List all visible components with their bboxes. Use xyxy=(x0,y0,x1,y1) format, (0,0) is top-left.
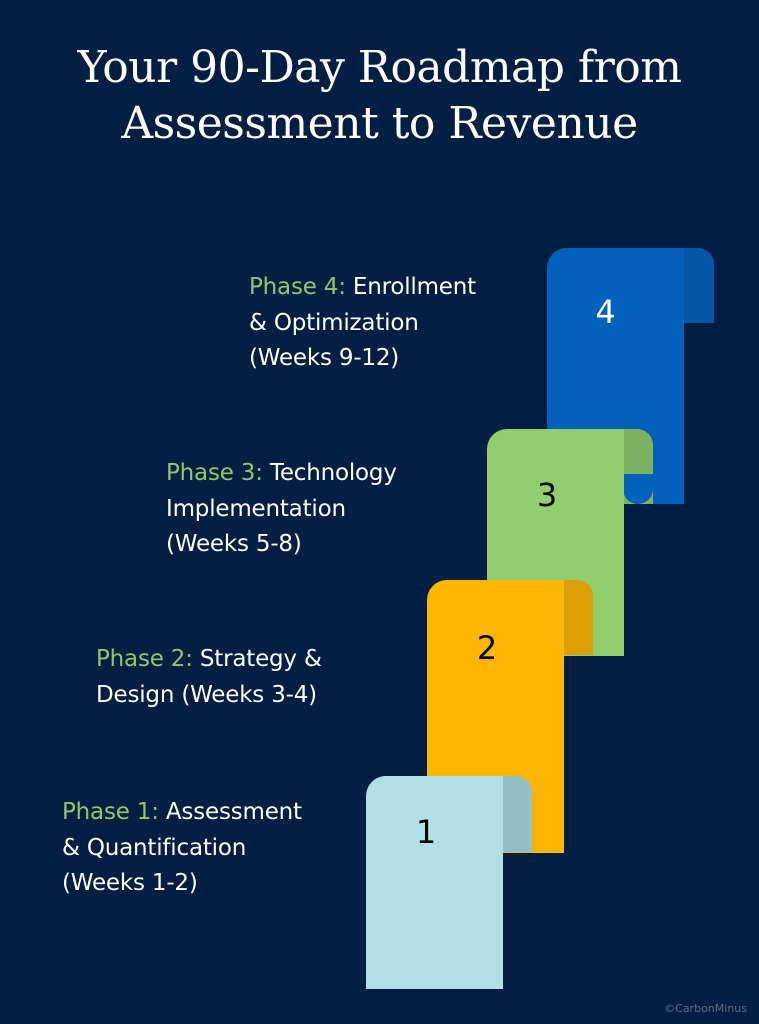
phase-3-line2: Implementation xyxy=(166,495,346,522)
phase-4-line1: Enrollment xyxy=(345,274,476,300)
phase-4-title: Phase 4: xyxy=(249,274,346,300)
phase-4-line3: (Weeks 9-12) xyxy=(249,345,400,371)
phase-2-line2: Design (Weeks 3-4) xyxy=(96,681,317,708)
step-4-number: 4 xyxy=(595,293,616,331)
copyright-credit: ©CarbonMinus xyxy=(664,1002,747,1015)
phase-2-line1: Strategy & xyxy=(192,646,322,672)
phase-4-label: Phase 4: Enrollment & Optimization (Week… xyxy=(249,270,476,377)
step-1-curl xyxy=(502,776,532,852)
phase-1-label: Phase 1: Assessment & Quantification (We… xyxy=(62,795,302,902)
step-1-body xyxy=(366,776,503,989)
step-2-curl xyxy=(563,580,593,655)
step-3-number: 3 xyxy=(536,476,558,514)
phase-2-title: Phase 2: xyxy=(96,646,193,672)
phase-1-title: Phase 1: xyxy=(62,799,159,825)
phase-3-title: Phase 3: xyxy=(166,460,263,486)
phase-3-label: Phase 3: Technology Implementation (Week… xyxy=(166,456,397,563)
step-1-scroll: 1 xyxy=(366,776,533,989)
phase-3-line1: Technology xyxy=(262,460,397,486)
step-4-bottom-roll xyxy=(654,474,684,504)
phase-1-line3: (Weeks 1-2) xyxy=(62,870,198,896)
phase-4-line2: & Optimization xyxy=(249,309,419,336)
step-2-number: 2 xyxy=(476,629,498,667)
phase-1-line2: & Quantification xyxy=(62,834,247,861)
step-1-number: 1 xyxy=(415,813,437,851)
page-title: Your 90-Day Roadmap from Assessment to R… xyxy=(0,40,759,152)
phase-1-line1: Assessment xyxy=(158,799,302,825)
step-4-curl xyxy=(684,248,714,323)
step-3-curl-bottom xyxy=(623,474,653,504)
phase-2-label: Phase 2: Strategy & Design (Weeks 3-4) xyxy=(96,642,322,713)
title-line-1: Your 90-Day Roadmap from xyxy=(77,42,682,93)
title-line-2: Assessment to Revenue xyxy=(121,98,638,149)
phase-3-line3: (Weeks 5-8) xyxy=(166,531,302,557)
